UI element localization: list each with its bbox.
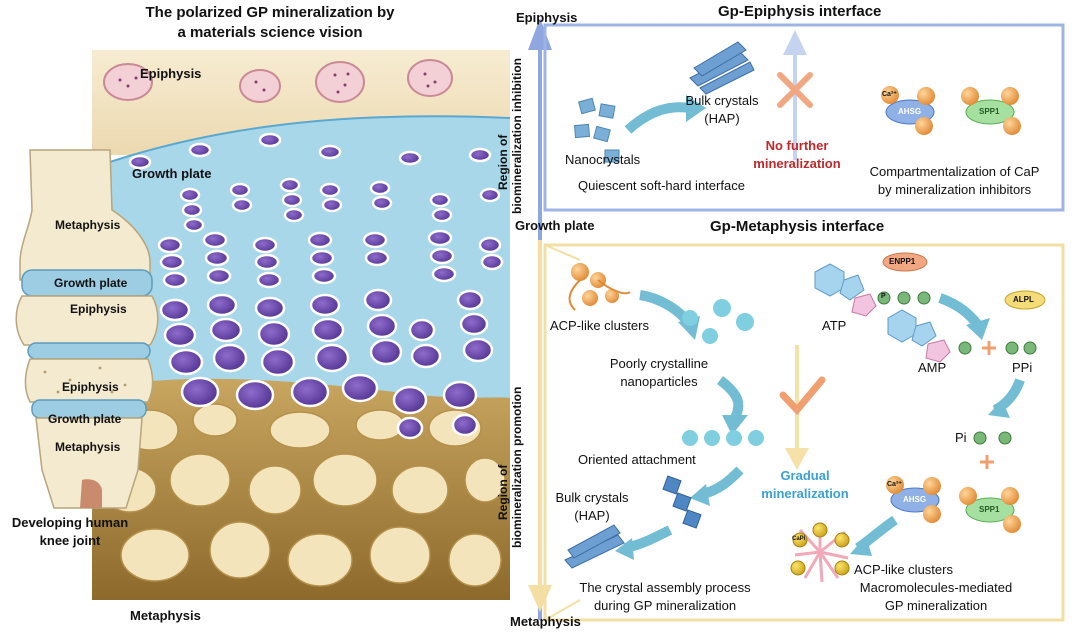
label-assembly-line2: during GP mineralization: [593, 598, 737, 613]
metaphysis-bone-region: [92, 378, 510, 600]
label-ca-ion: Ca²⁺: [882, 91, 897, 98]
label-compartmentalization-line2: by mineralization inhibitors: [877, 182, 1032, 197]
label-macro-line2: GP mineralization: [884, 598, 988, 613]
label-spp1-lower: SPP1: [979, 505, 1000, 514]
epiphysis-interface-title: Gp-Epiphysis interface: [718, 3, 882, 20]
epiphysis-interface-frame: [543, 23, 1065, 212]
knee-caption-line2: knee joint: [39, 533, 101, 548]
label-quiescent-interface: Quiescent soft-hard interface: [578, 178, 745, 193]
axis-label-growth-plate: Growth plate: [515, 218, 595, 233]
knee-caption-line1: Developing human: [11, 515, 129, 530]
label-ahsg-top: AHSG: [898, 107, 922, 116]
label-acp-clusters-lower: ACP-like clusters: [854, 562, 953, 577]
label-atp: ATP: [822, 318, 847, 333]
axis-arrows: [528, 18, 552, 620]
label-epiphysis-top: Epiphysis: [140, 66, 202, 81]
label-bulk-crystals-lower-line2: (HAP): [574, 508, 610, 523]
label-growth-plate: Growth plate: [132, 166, 212, 181]
metaphysis-interface-frame: [543, 243, 1065, 622]
label-enpp1: ENPP1: [889, 257, 916, 266]
label-spp1-top: SPP1: [979, 107, 1000, 116]
knee-label-epiphysis-upper: Epiphysis: [70, 302, 127, 316]
axis-label-metaphysis: Metaphysis: [510, 614, 581, 629]
knee-label-growth-plate-upper: Growth plate: [54, 276, 128, 290]
region-inhibition-line1: Region of: [496, 134, 510, 190]
label-ahsg-lower: AHSG: [903, 495, 927, 504]
label-assembly-line1: The crystal assembly process: [579, 580, 751, 595]
label-metaphysis-bottom: Metaphysis: [130, 608, 201, 623]
label-ppi: PPi: [1012, 360, 1033, 375]
region-promotion-line1: Region of: [496, 464, 510, 520]
label-ca-ion-lower: Ca²⁺: [887, 481, 902, 488]
axis-label-epiphysis: Epiphysis: [516, 10, 578, 25]
knee-label-epiphysis-lower: Epiphysis: [62, 380, 119, 394]
label-bulk-crystals-top-line2: (HAP): [704, 111, 740, 126]
label-bulk-crystals-top-line1: Bulk crystals: [685, 93, 759, 108]
label-phosphate: P: [881, 293, 886, 300]
label-bulk-crystals-lower-line1: Bulk crystals: [555, 490, 629, 505]
label-pi: Pi: [955, 430, 967, 445]
label-macro-line1: Macromolecules-mediated: [859, 580, 1013, 595]
label-no-further-line2: mineralization: [753, 156, 841, 171]
region-inhibition-line2: biomineralization inhibition: [510, 58, 524, 214]
label-gradual-line2: mineralization: [761, 486, 849, 501]
metaphysis-interface-title: Gp-Metaphysis interface: [710, 218, 885, 235]
label-poorly-crystalline-line1: Poorly crystalline: [609, 356, 709, 371]
knee-joint-illustration: [15, 149, 159, 509]
knee-label-metaphysis-lower: Metaphysis: [55, 440, 121, 454]
main-title-line2: a materials science vision: [177, 24, 363, 41]
label-capi: CaPi: [792, 536, 806, 542]
label-gradual-line1: Gradual: [780, 468, 830, 483]
label-acp-clusters: ACP-like clusters: [550, 318, 649, 333]
knee-label-growth-plate-lower: Growth plate: [48, 412, 122, 426]
label-compartmentalization-line1: Compartmentalization of CaP: [869, 164, 1040, 179]
label-amp: AMP: [918, 360, 947, 375]
label-alpl: ALPL: [1013, 295, 1034, 304]
region-promotion-line2: biomineralization promotion: [510, 386, 524, 548]
label-poorly-crystalline-line2: nanoparticles: [620, 374, 698, 389]
chondrocyte-cells: [128, 132, 504, 440]
label-nanocrystals: Nanocrystals: [565, 152, 641, 167]
label-oriented-attachment: Oriented attachment: [578, 452, 696, 467]
label-no-further-line1: No further: [765, 138, 829, 153]
main-title-line1: The polarized GP mineralization by: [145, 4, 395, 21]
knee-label-metaphysis-upper: Metaphysis: [55, 218, 121, 232]
